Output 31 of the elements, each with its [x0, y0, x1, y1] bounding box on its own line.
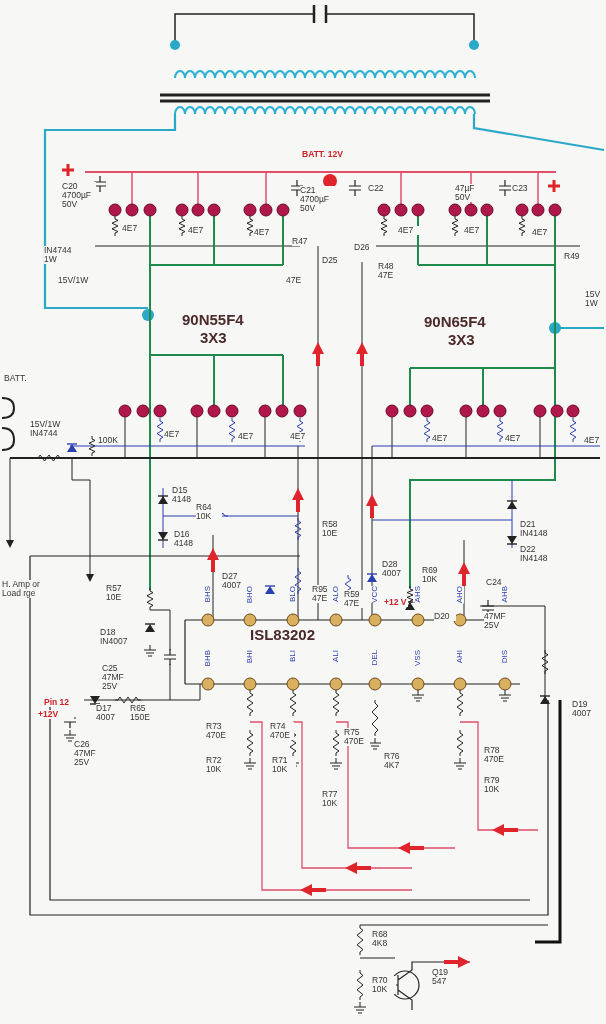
pin-name: VSS: [413, 650, 422, 666]
pin-name: BLO: [288, 586, 297, 602]
pin-name: DIS: [500, 650, 509, 664]
pin-name: VCC: [370, 586, 379, 603]
component-label: D26: [354, 243, 376, 252]
pin-name: BHI: [245, 650, 254, 664]
pin-name: BHS: [203, 586, 212, 603]
pin-name: BHB: [203, 650, 212, 667]
component-label: R64 10K: [196, 503, 222, 521]
supply-label: +12V: [38, 710, 74, 719]
supply-label: Pin 12: [44, 698, 84, 707]
component-label: R70 10K: [372, 976, 396, 994]
pin-name: ALI: [331, 650, 340, 662]
component-label: R59 47E: [344, 590, 366, 608]
note-text: H. Amp or Load rge: [2, 580, 40, 598]
pin-name: AHO: [455, 586, 464, 604]
component-label: C20 4700µF 50V: [62, 182, 96, 209]
pin-name: AHI: [455, 650, 464, 664]
component-label: D27 4007: [222, 572, 244, 590]
pin-name: ALO: [331, 586, 340, 602]
component-label: R75 470E: [344, 728, 370, 746]
pin-name: BHO: [245, 586, 254, 604]
component-label: 4E7: [398, 226, 420, 235]
component-label: D20: [434, 612, 456, 621]
pin-name: DEL: [370, 650, 379, 666]
component-label: R71 10K: [272, 756, 296, 774]
pin-name: BLI: [288, 650, 297, 662]
pin-name: AHB: [500, 586, 509, 603]
component-label: R74 470E: [270, 722, 294, 740]
supply-label: +12 V: [384, 598, 408, 607]
pin-name: AHS: [413, 586, 422, 603]
